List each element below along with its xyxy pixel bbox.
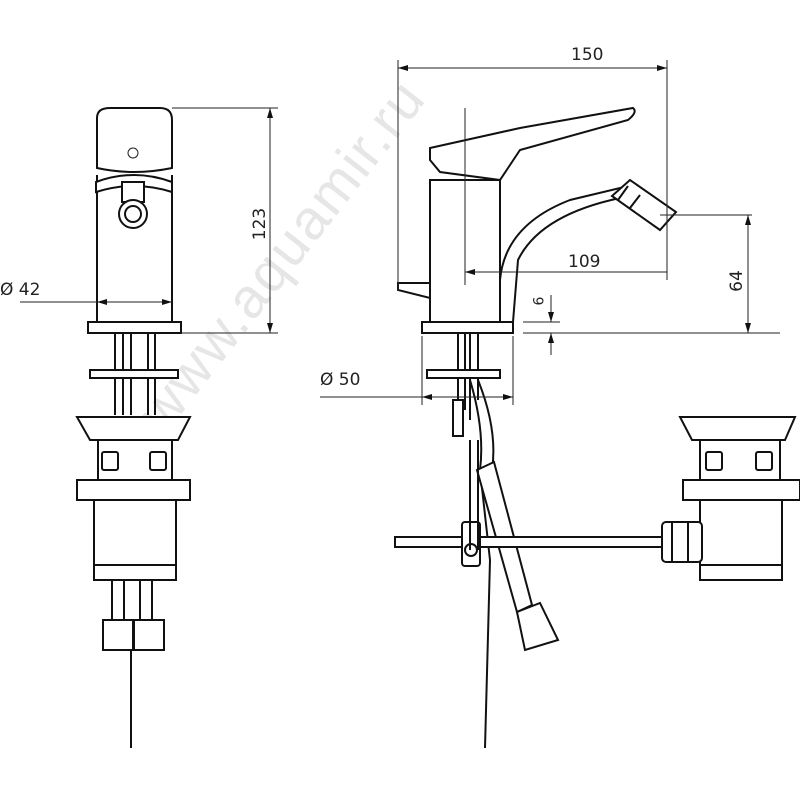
dimension-spout-height: 64 — [726, 270, 747, 292]
dimension-base-thickness: 6 — [531, 296, 548, 306]
dimension-spout-reach: 109 — [568, 252, 601, 272]
front-view-dimensions — [20, 107, 278, 334]
dimension-body-diameter: Ø 42 — [0, 280, 41, 300]
dimension-overall-length: 150 — [571, 45, 604, 65]
side-view-dimensions — [320, 60, 780, 405]
side-view-faucet — [394, 106, 678, 749]
dimension-base-diameter: Ø 50 — [320, 370, 361, 390]
front-view-drain — [75, 416, 192, 748]
front-view-faucet — [87, 107, 182, 415]
dimension-height: 123 — [250, 207, 271, 241]
side-view-drain — [661, 416, 800, 581]
